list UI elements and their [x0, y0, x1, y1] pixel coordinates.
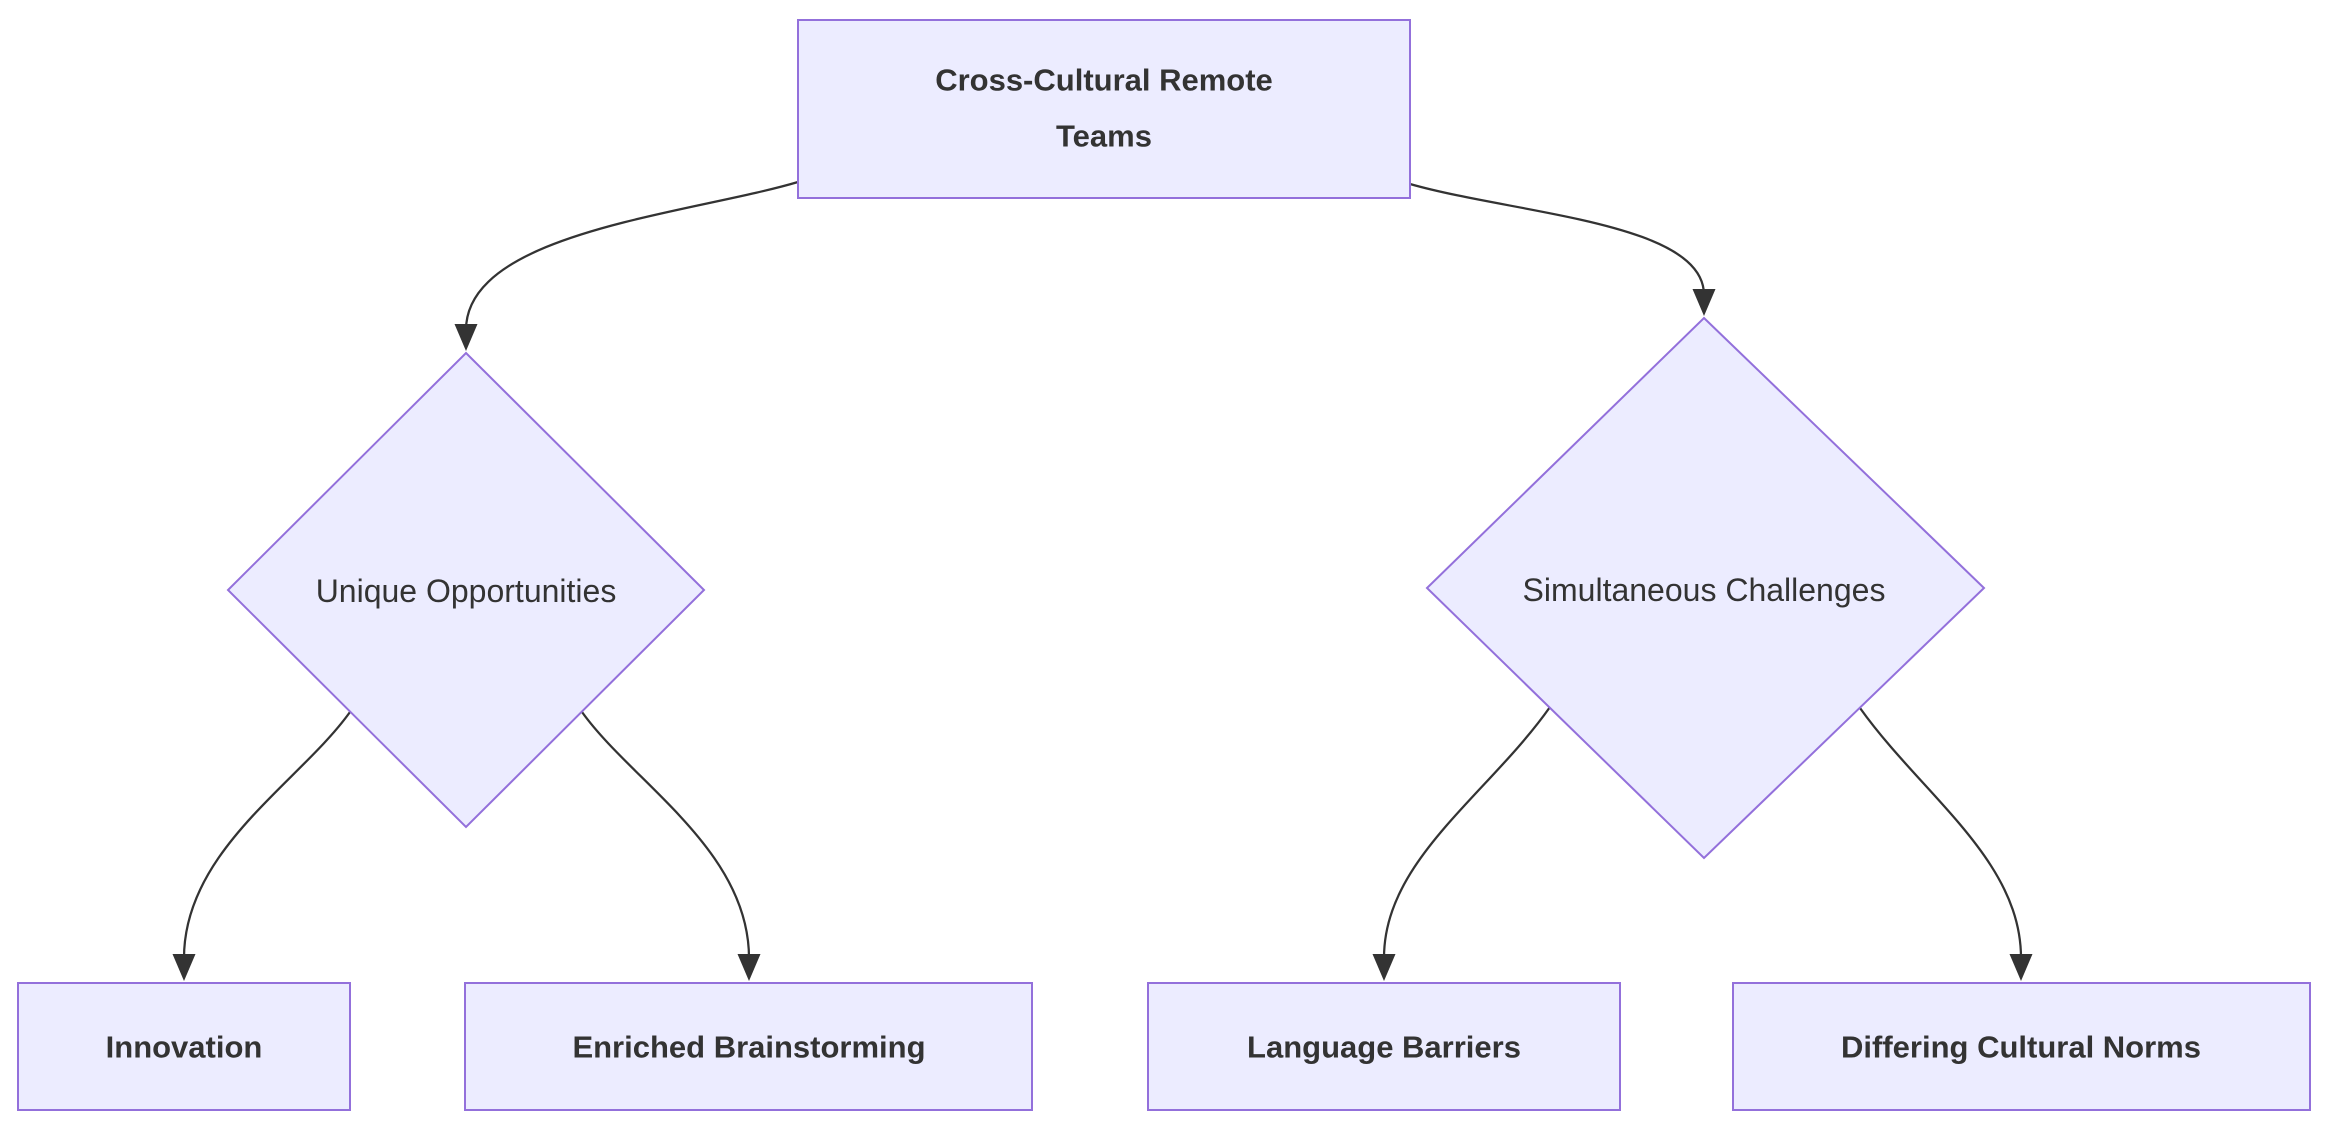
brainstorming-box [464, 982, 1033, 1111]
edge-line [1859, 707, 2023, 959]
edge-line [182, 711, 351, 959]
root-node-box [797, 19, 1411, 199]
node-innovation: Innovation [17, 982, 351, 1111]
challenges-label: Simultaneous Challenges [1523, 572, 1886, 608]
norms-box [1732, 982, 2311, 1111]
brainstorming-label: Enriched Brainstorming [572, 1030, 925, 1065]
norms-label: Differing Cultural Norms [1841, 1030, 2201, 1065]
innovation-label: Innovation [106, 1030, 263, 1065]
language-box [1147, 982, 1621, 1111]
edge-opportunities-to-brainstorming [581, 711, 761, 981]
language-label: Language Barriers [1247, 1030, 1521, 1065]
edge-line [464, 180, 799, 331]
edge-challenges-to-norms [1859, 707, 2033, 981]
node-cross-cultural-remote-teams: Cross-Cultural Remote Teams [797, 19, 1411, 199]
innovation-box [17, 982, 351, 1111]
node-differing-cultural-norms: Differing Cultural Norms [1732, 982, 2311, 1111]
edge-line [1382, 706, 1551, 959]
edge-root-to-opportunities [454, 180, 799, 351]
root-node-label-line1: Cross-Cultural Remote [935, 63, 1273, 98]
node-simultaneous-challenges: Simultaneous Challenges [1425, 316, 1986, 860]
challenges-diamond [1425, 316, 1986, 860]
arrowhead-icon [454, 324, 478, 351]
edge-challenges-to-language [1372, 706, 1551, 981]
edge-root-to-challenges [1409, 182, 1716, 316]
edge-line [581, 711, 751, 959]
node-unique-opportunities: Unique Opportunities [226, 351, 706, 829]
arrowhead-icon [1372, 954, 1396, 981]
arrowhead-icon [1692, 289, 1716, 316]
edge-opportunities-to-innovation [172, 711, 351, 981]
node-enriched-brainstorming: Enriched Brainstorming [464, 982, 1033, 1111]
node-language-barriers: Language Barriers [1147, 982, 1621, 1111]
opportunities-label: Unique Opportunities [316, 573, 617, 609]
arrowhead-icon [737, 954, 761, 981]
edge-line [1409, 182, 1706, 296]
root-node-label-line2: Teams [1056, 119, 1152, 154]
arrowhead-icon [172, 954, 196, 981]
arrowhead-icon [2009, 954, 2033, 981]
opportunities-diamond [226, 351, 706, 829]
